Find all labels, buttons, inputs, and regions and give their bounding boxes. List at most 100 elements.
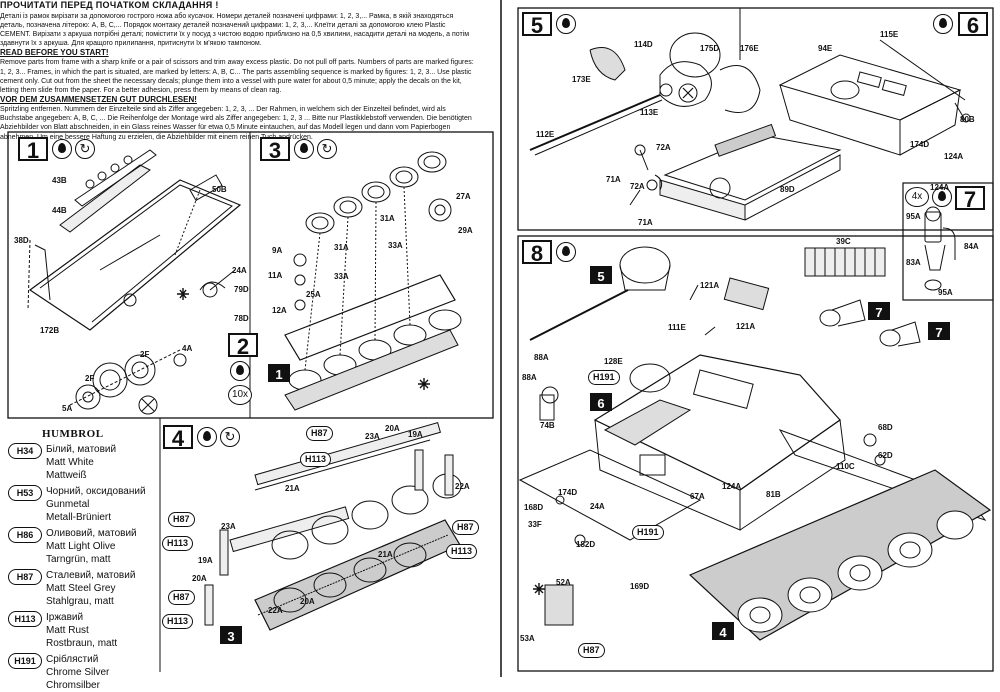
glue-drop-icon [932, 187, 952, 207]
step6-superstructure-drawing [778, 39, 971, 156]
part-label: 176E [740, 44, 759, 53]
part-label: 128E [604, 357, 623, 366]
part-label: 23A [221, 522, 236, 531]
quantity-4x-label: 4x [905, 187, 929, 207]
color-name-en: Chrome Silver [46, 667, 110, 678]
step-7-number: 7 [955, 186, 985, 212]
part-label: 174D [910, 140, 930, 149]
part-label: 67A [690, 492, 705, 501]
part-label: 110C [836, 462, 855, 471]
glue-drop-icon [933, 14, 953, 34]
step5-hull-deck-drawing [629, 123, 842, 221]
part-label: 50B [212, 185, 227, 194]
part-label: 84A [964, 242, 979, 251]
step-4-number: 4 [163, 425, 193, 451]
part-label: 31A [380, 214, 395, 223]
part-label: 25A [306, 290, 321, 299]
color-name-ua: Сріблястий [46, 654, 99, 665]
color-code: H53 [8, 485, 42, 501]
paint-badge: H87 [168, 590, 195, 605]
step8-main-hull-drawing [518, 246, 992, 641]
step-6-number: 6 [958, 12, 988, 38]
color-name-ua: Оливовий, матовий [46, 528, 137, 539]
part-label: 21A [285, 484, 300, 493]
intro-ua-text: Деталі із рамок вирізати за допомогою го… [0, 12, 470, 47]
step-1-number: 1 [18, 137, 48, 163]
ref-step-7: 7 [868, 302, 890, 320]
intro-de-text: Spritzling entfernen. Nummern der Einzel… [0, 106, 472, 141]
ref-step-5: 5 [590, 266, 612, 284]
part-label: 53A [520, 634, 535, 643]
color-name-de: Tarngrün, matt [46, 554, 111, 565]
cement-tube-icon: ↻ [75, 139, 95, 159]
part-label: 72A [630, 182, 645, 191]
step3-road-wheels-drawing [284, 151, 462, 411]
part-label: 74B [540, 421, 555, 430]
step5-turret-drawing [529, 32, 761, 156]
color-name-ua: Білий, матовий [46, 444, 117, 455]
part-label: 20A [300, 597, 315, 606]
part-label: 111E [668, 323, 686, 332]
part-label: 115E [880, 30, 899, 39]
color-name-de: Mattweiß [46, 470, 87, 481]
paint-badge: H113 [300, 452, 332, 467]
color-name-ua: Чорний, оксидований [46, 486, 146, 497]
part-label: 95A [938, 288, 953, 297]
part-label: 27A [456, 192, 471, 201]
color-name-de: Stahlgrau, matt [46, 596, 114, 607]
color-name-en: Matt Rust [46, 625, 89, 636]
part-label: 168D [524, 503, 544, 512]
paint-badge: H87 [306, 426, 333, 441]
part-label: 20A [192, 574, 207, 583]
part-label: 19A [408, 430, 423, 439]
color-name-de: Rostbraun, matt [46, 638, 118, 649]
paint-badge: H87 [168, 512, 195, 527]
part-label: 175D [700, 44, 720, 53]
step1-hull-drawing [27, 149, 242, 331]
step-8-number: 8 [522, 240, 552, 266]
part-label: 52A [556, 578, 571, 587]
step-5-number: 5 [522, 12, 552, 38]
glue-drop-icon [556, 14, 576, 34]
part-label: 9A [272, 246, 283, 255]
part-label: 22A [268, 606, 283, 615]
frame-steps-5-6 [517, 7, 994, 231]
part-label: 121A [700, 281, 720, 290]
step-3-number: 3 [260, 137, 290, 163]
part-label: 89D [780, 185, 795, 194]
ref-step-4: 4 [712, 622, 734, 640]
part-label: 169D [630, 582, 650, 591]
assembly-drawings [7, 0, 994, 677]
glue-drop-icon [52, 139, 72, 159]
step7-hook-drawing [924, 206, 956, 291]
part-label: 71A [638, 218, 653, 227]
glue-drop-icon [230, 361, 250, 381]
glue-drop-icon [556, 242, 576, 262]
part-label: 33A [388, 241, 403, 250]
part-label: 11A [268, 271, 283, 280]
part-label: 114D [634, 40, 653, 49]
part-label: 68D [878, 423, 893, 432]
cement-tube-icon: ↻ [317, 139, 337, 159]
part-label: 182D [576, 540, 596, 549]
part-label: 12A [272, 306, 287, 315]
color-key-title: HUMBROL [42, 428, 104, 440]
ref-step-6: 6 [590, 393, 612, 411]
part-label: 2F [85, 374, 95, 383]
glue-drop-icon [197, 427, 217, 447]
paint-badge: H113 [162, 614, 194, 629]
part-label: 172B [40, 326, 60, 335]
frame-step-7 [902, 182, 994, 301]
part-label: 29A [458, 226, 473, 235]
color-name-en: Matt Steel Grey [46, 583, 116, 594]
part-label: 112E [536, 130, 555, 139]
part-label: 24A [232, 266, 247, 275]
paint-badge: H113 [162, 536, 194, 551]
color-code: H113 [8, 611, 42, 627]
color-name-de: Chromsilber [46, 680, 100, 691]
color-name-ua: Сталевий, матовий [46, 570, 136, 581]
